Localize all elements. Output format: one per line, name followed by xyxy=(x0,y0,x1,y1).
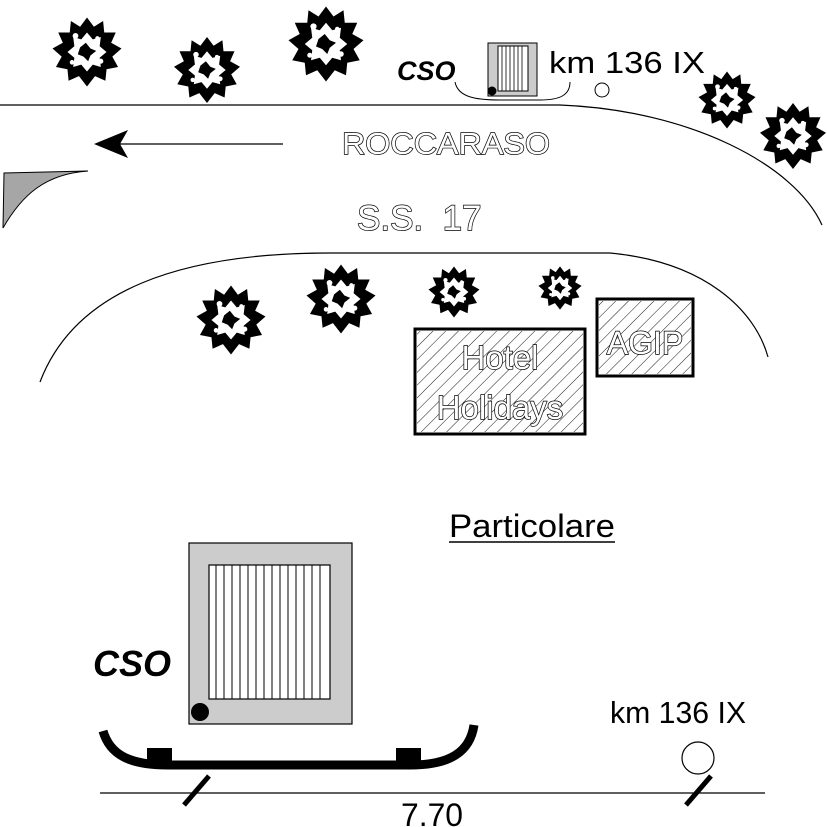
road-edge-north xyxy=(0,104,823,226)
tree-icon xyxy=(174,37,240,103)
detail-title: Particolare xyxy=(449,508,615,544)
cso-cabinet-small xyxy=(487,42,538,97)
km-marker-icon xyxy=(681,741,715,775)
distance-label: 7.70 xyxy=(401,797,463,827)
detail-view: Particolare CSO km 136 IX xyxy=(93,508,765,827)
manhole-icon xyxy=(487,86,497,96)
hotel-name-line2: Holidays xyxy=(437,389,564,426)
tree-icon xyxy=(428,266,480,318)
traffic-island xyxy=(2,170,89,229)
tree-icon xyxy=(698,71,756,129)
tree-icon xyxy=(760,103,826,169)
hotel-building: Hotel Holidays xyxy=(413,327,587,436)
tree-icon xyxy=(288,6,364,82)
direction-label: ROCCARASO xyxy=(342,126,550,161)
tree-icon xyxy=(538,266,582,310)
tree-icon xyxy=(196,285,266,355)
tree-icon xyxy=(52,17,122,87)
cso-lay-by xyxy=(454,81,571,101)
curb-profile xyxy=(98,724,479,770)
hotel-name-line1: Hotel xyxy=(461,339,538,376)
km-marker-label-detail: km 136 IX xyxy=(610,695,746,730)
km-marker-icon xyxy=(594,82,610,98)
dimension-line xyxy=(100,774,765,807)
direction-arrow-icon xyxy=(94,130,283,158)
top-map: ROCCARASO S.S. 17 CSO km 136 IX Hotel Ho… xyxy=(0,6,826,436)
cso-cabinet-detail xyxy=(188,542,353,725)
tree-icon xyxy=(306,264,376,334)
road-edge-south xyxy=(39,252,769,383)
manhole-icon xyxy=(191,703,209,721)
km-marker-label-small: km 136 IX xyxy=(549,45,705,80)
cso-label-small: CSO xyxy=(397,56,456,86)
agip-station: AGIP xyxy=(595,297,695,378)
road-label: S.S. 17 xyxy=(357,199,482,238)
cso-label-detail: CSO xyxy=(93,643,171,684)
agip-label: AGIP xyxy=(607,325,683,361)
